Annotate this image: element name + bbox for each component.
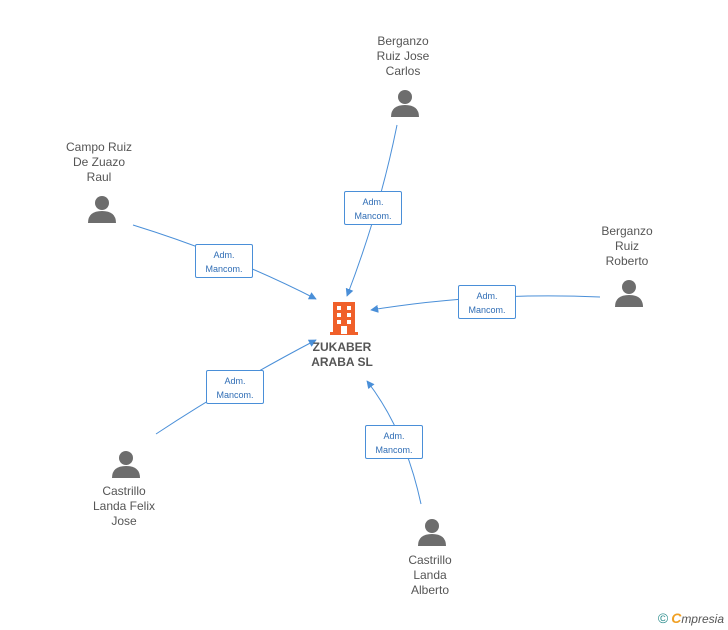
person-icon[interactable] <box>391 90 419 117</box>
company-name-line-1: ZUKABER <box>312 340 372 354</box>
person-label-berganzo-ruiz-jose-carlos[interactable]: Berganzo Ruiz Jose Carlos <box>348 34 458 79</box>
role-line: Mancom. <box>375 445 413 455</box>
company-name-line-2: ARABA SL <box>311 355 373 369</box>
person-name-line: Landa Felix <box>92 499 156 513</box>
person-name-line: Ruiz Jose <box>376 49 430 63</box>
role-badge-berganzo-ruiz-roberto[interactable]: Adm. Mancom. <box>458 285 516 319</box>
person-name-line: Ruiz <box>614 239 639 253</box>
person-name-line: Alberto <box>410 583 450 597</box>
company-name[interactable]: ZUKABER ARABA SL <box>282 340 402 370</box>
person-name-line: Carlos <box>385 64 421 78</box>
role-line: Adm. <box>476 291 498 301</box>
person-name-line: De Zuazo <box>72 155 126 169</box>
role-badge-castrillo-landa-alberto[interactable]: Adm. Mancom. <box>365 425 423 459</box>
person-icon[interactable] <box>615 280 643 307</box>
person-name-line: Berganzo <box>601 224 653 238</box>
role-line: Adm. <box>362 197 384 207</box>
footer-brand[interactable]: ©Cmpresia <box>658 610 724 626</box>
person-name-line: Jose <box>111 514 137 528</box>
person-icon[interactable] <box>88 196 116 223</box>
person-name-line: Castrillo <box>408 553 452 567</box>
person-icon[interactable] <box>418 519 446 546</box>
brand-letter: C <box>671 610 682 626</box>
person-name-line: Raul <box>86 170 112 184</box>
role-badge-campo-ruiz-de-zuazo-raul[interactable]: Adm. Mancom. <box>195 244 253 278</box>
role-line: Mancom. <box>468 305 506 315</box>
person-name-line: Campo Ruiz <box>65 140 133 154</box>
role-badge-castrillo-landa-felix-jose[interactable]: Adm. Mancom. <box>206 370 264 404</box>
brand-name: mpresia <box>681 612 724 626</box>
role-line: Mancom. <box>205 264 243 274</box>
person-icon[interactable] <box>112 451 140 478</box>
person-label-castrillo-landa-alberto[interactable]: Castrillo Landa Alberto <box>375 553 485 598</box>
person-label-campo-ruiz-de-zuazo-raul[interactable]: Campo Ruiz De Zuazo Raul <box>44 140 154 185</box>
role-badge-berganzo-ruiz-jose-carlos[interactable]: Adm. Mancom. <box>344 191 402 225</box>
person-label-castrillo-landa-felix-jose[interactable]: Castrillo Landa Felix Jose <box>69 484 179 529</box>
person-name-line: Castrillo <box>102 484 146 498</box>
person-name-line: Landa <box>413 568 447 582</box>
role-line: Adm. <box>383 431 405 441</box>
building-icon[interactable] <box>330 302 358 335</box>
copyright-symbol: © <box>657 610 669 626</box>
person-label-berganzo-ruiz-roberto[interactable]: Berganzo Ruiz Roberto <box>572 224 682 269</box>
person-name-line: Berganzo <box>377 34 429 48</box>
role-line: Adm. <box>224 376 246 386</box>
person-name-line: Roberto <box>605 254 649 268</box>
role-line: Adm. <box>213 250 235 260</box>
role-line: Mancom. <box>216 390 254 400</box>
role-line: Mancom. <box>354 211 392 221</box>
